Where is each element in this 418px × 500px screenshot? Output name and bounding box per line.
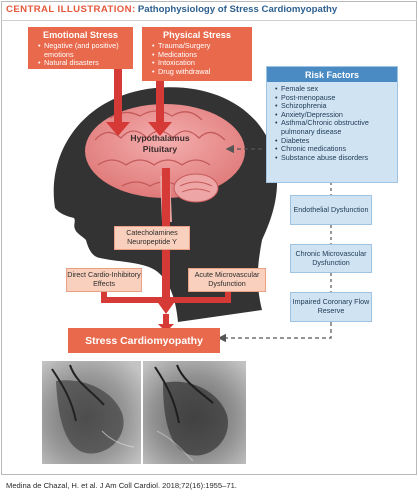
risk-factors-title: Risk Factors [267,67,397,82]
acute-microvascular-box: Acute Microvascular Dysfunction [188,268,266,292]
catecholamines-label: Catecholamines [126,228,178,238]
angiogram-left-image [42,361,141,464]
list-item: Female sex [275,84,397,94]
list-item: Intoxication [152,59,252,68]
physical-stress-title: Physical Stress [163,30,231,40]
header-title: Pathophysiology of Stress Cardiomyopathy [137,4,338,15]
acute-microvascular-label: Acute Microvascular Dysfunction [194,270,260,288]
emotional-stress-title: Emotional Stress [42,30,119,40]
list-item: Anxiety/Depression [275,110,397,120]
angiogram-right-image [143,361,246,464]
chronic-microvascular-box: Chronic Microvascular Dysfunction [290,244,372,273]
risk-factors-box: Risk Factors Female sex Post-menopause S… [266,66,398,183]
cerebellum-folds [179,181,213,193]
stress-cardiomyopathy-box: Stress Cardiomyopathy [68,328,220,353]
angiogram-right [143,361,246,464]
catecholamines-box: Catecholamines Neuropeptide Y [114,226,190,250]
list-item: Chronic medications [275,145,397,154]
endothelial-dysfunction-label: Endothelial Dysfunction [293,204,369,214]
stress-cardiomyopathy-label: Stress Cardiomyopathy [85,334,203,347]
list-item: Post-menopause [275,93,397,103]
header-divider [1,20,417,21]
neuropeptide-label: Neuropeptide Y [127,237,177,246]
header-label: CENTRAL ILLUSTRATION [6,4,132,15]
physical-stress-box: Physical Stress Trauma/Surgery Medicatio… [142,27,252,81]
impaired-coronary-flow-label: Impaired Coronary Flow Reserve [292,297,370,315]
list-item: Schizophrenia [275,102,397,111]
endothelial-dysfunction-box: Endothelial Dysfunction [290,195,372,225]
citation-caption: Medina de Chazal, H. et al. J Am Coll Ca… [6,481,237,490]
physical-stress-list: Trauma/Surgery Medications Intoxication … [142,41,252,77]
list-item: Natural disasters [38,59,133,68]
list-item: Asthma/Chronic obstructive pulmonary dis… [275,119,397,136]
emotional-stress-box: Emotional Stress Negative (and positive)… [28,27,133,69]
pituitary-label: Pituitary [142,144,178,154]
angiogram-left [42,361,141,464]
list-item: Medications [152,50,252,60]
list-item: Drug withdrawal [152,67,252,77]
chronic-microvascular-label: Chronic Microvascular Dysfunction [295,248,367,267]
header: CENTRAL ILLUSTRATION: Pathophysiology of… [6,4,414,20]
impaired-coronary-flow-box: Impaired Coronary Flow Reserve [290,292,372,322]
emotional-stress-list: Negative (and positive) emotions Natural… [28,41,133,68]
list-item: Negative (and positive) emotions [38,41,133,59]
list-item: Diabetes [275,136,397,146]
arrow-emotional-to-brain [106,68,130,136]
dashed-impaired-to-result [217,322,332,343]
arrow-physical-to-brain [148,76,172,136]
cerebellum [173,173,219,203]
list-item: Trauma/Surgery [152,41,252,51]
direct-cardio-inhibitory-box: Direct Cardio-Inhibitory Effects [66,268,142,292]
header-colon: : [131,4,136,15]
list-item: Substance abuse disorders [275,153,397,163]
risk-factors-list: Female sex Post-menopause Schizophrenia … [267,84,397,163]
direct-cardio-inhibitory-label: Direct Cardio-Inhibitory Effects [67,270,141,288]
hypothalamus-label: Hypothalamus [130,133,190,143]
